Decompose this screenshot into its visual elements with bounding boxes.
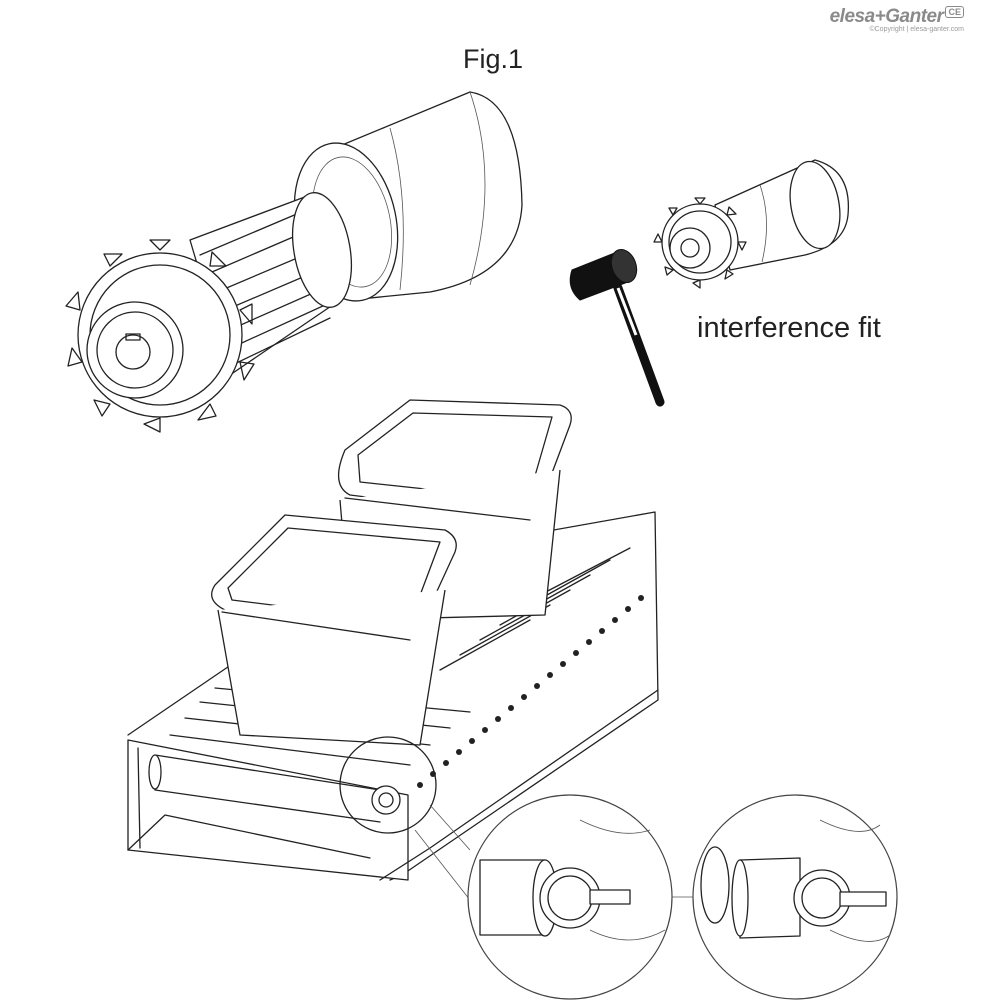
- mallet-icon: [569, 249, 665, 407]
- roller-end-sprocket: [371, 785, 401, 815]
- figure-title: Fig.1: [462, 44, 524, 74]
- detail-right-sprocket: [700, 819, 891, 942]
- ce-mark: CE: [945, 6, 964, 18]
- detail-callout: [339, 736, 898, 1000]
- interference-fit-label: interference fit: [697, 312, 881, 344]
- brand-copyright: ©Copyright | elesa-ganter.com: [869, 26, 964, 33]
- brand-name: elesa+Ganter: [829, 6, 944, 27]
- detail-left-sprocket: [479, 819, 666, 941]
- sprocket: [65, 239, 255, 433]
- crate: [211, 399, 572, 746]
- sprocket-roller-exploded: [65, 91, 523, 433]
- rail-bolts: [417, 595, 644, 788]
- roller-conveyor: [127, 511, 659, 881]
- sprocket-roller-assembled: [653, 159, 850, 289]
